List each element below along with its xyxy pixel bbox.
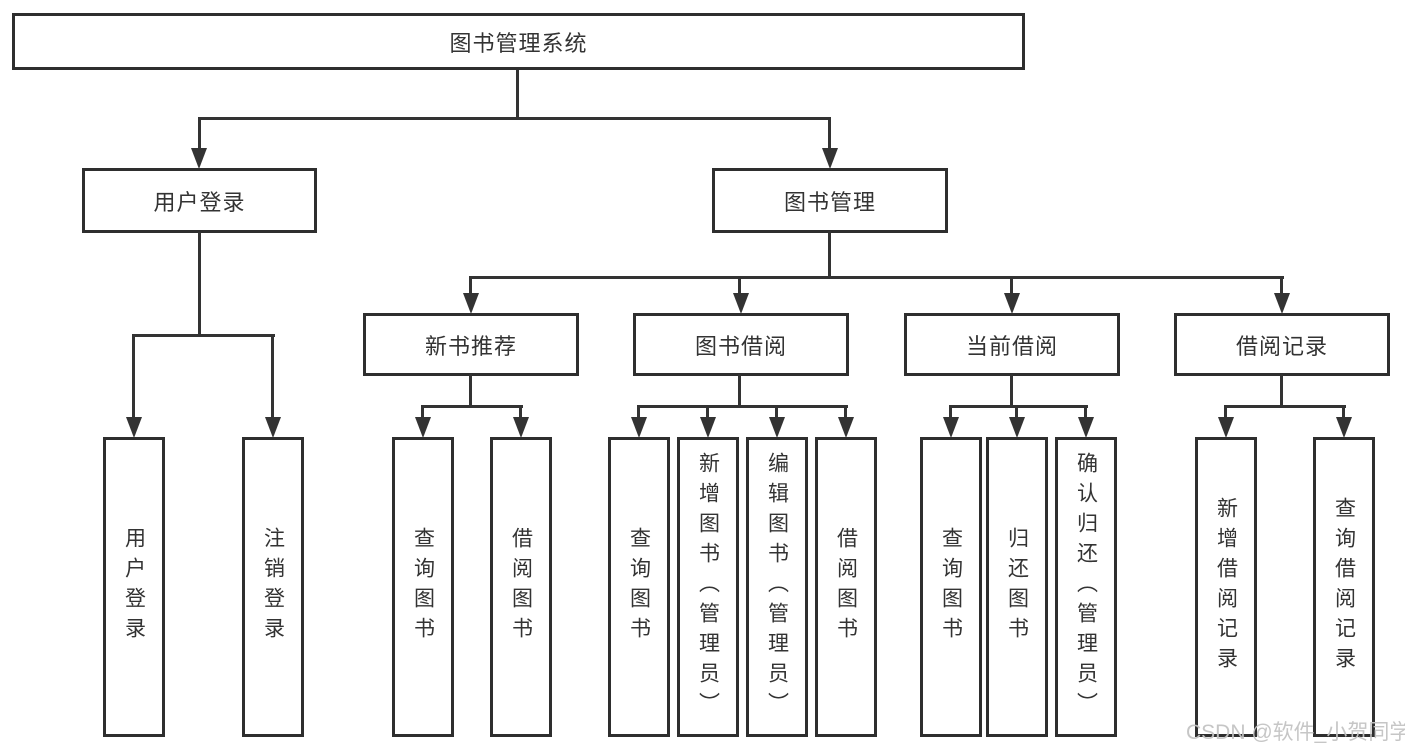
node-current-borrowing: 当前借阅	[904, 313, 1120, 376]
arrowhead-down-icon	[463, 293, 479, 314]
connector-line	[1280, 374, 1283, 408]
node-label: 新书推荐	[424, 333, 517, 359]
arrowhead-down-icon	[1336, 417, 1352, 438]
node-label: 图书管理系统	[449, 30, 588, 56]
connector-line	[421, 405, 424, 420]
leaf-borrow-books-2: 借阅图书	[815, 437, 877, 737]
node-borrowing-records: 借阅记录	[1174, 313, 1390, 376]
connector-line	[469, 374, 472, 408]
connector-line	[271, 334, 274, 421]
node-label: 归还图书	[1005, 527, 1029, 647]
node-new-book-recommend: 新书推荐	[363, 313, 579, 376]
arrowhead-down-icon	[1009, 417, 1025, 438]
connector-line	[469, 276, 472, 295]
node-label: 新增借阅记录	[1214, 497, 1238, 677]
leaf-add-book-admin: 新增图书（管理员）	[677, 437, 739, 737]
node-book-borrowing: 图书借阅	[633, 313, 849, 376]
connector-line	[844, 405, 847, 420]
leaf-add-borrow-record: 新增借阅记录	[1195, 437, 1257, 737]
arrowhead-down-icon	[822, 148, 838, 169]
leaf-edit-book-admin: 编辑图书（管理员）	[746, 437, 808, 737]
connector-line	[775, 405, 778, 420]
arrowhead-down-icon	[700, 417, 716, 438]
arrowhead-down-icon	[631, 417, 647, 438]
leaf-confirm-return-admin: 确认归还（管理员）	[1055, 437, 1117, 737]
connector-line	[1224, 405, 1346, 408]
connector-line	[198, 232, 201, 336]
arrowhead-down-icon	[943, 417, 959, 438]
node-label: 借阅记录	[1235, 333, 1328, 359]
node-label: 借阅图书	[834, 527, 858, 647]
leaf-query-borrow-record: 查询借阅记录	[1313, 437, 1375, 737]
connector-line	[421, 405, 523, 408]
connector-line	[469, 276, 1284, 279]
node-label: 编辑图书（管理员）	[765, 452, 789, 722]
node-label: 借阅图书	[509, 527, 533, 647]
node-label: 当前借阅	[965, 333, 1058, 359]
node-label: 新增图书（管理员）	[696, 452, 720, 722]
node-label: 注销登录	[261, 527, 285, 647]
leaf-query-books-3: 查询图书	[920, 437, 982, 737]
connector-line	[738, 276, 741, 295]
arrowhead-down-icon	[513, 417, 529, 438]
connector-line	[828, 231, 831, 279]
connector-line	[1342, 405, 1345, 420]
arrowhead-down-icon	[415, 417, 431, 438]
leaf-query-books-1: 查询图书	[392, 437, 454, 737]
connector-line	[949, 405, 1088, 408]
node-label: 用户登录	[153, 189, 246, 215]
leaf-borrow-books-1: 借阅图书	[490, 437, 552, 737]
node-user-login: 用户登录	[82, 168, 317, 233]
arrowhead-down-icon	[191, 148, 207, 169]
node-label: 查询图书	[411, 527, 435, 647]
connector-line	[706, 405, 709, 420]
arrowhead-down-icon	[1274, 293, 1290, 314]
connector-line	[132, 334, 275, 337]
connector-line	[1010, 276, 1013, 295]
arrowhead-down-icon	[265, 417, 281, 438]
node-book-management: 图书管理	[712, 168, 948, 233]
node-label: 确认归还（管理员）	[1074, 452, 1098, 722]
connector-line	[1010, 374, 1013, 408]
connector-line	[132, 334, 135, 421]
leaf-query-books-2: 查询图书	[608, 437, 670, 737]
connector-line	[519, 405, 522, 420]
arrowhead-down-icon	[733, 293, 749, 314]
arrowhead-down-icon	[838, 417, 854, 438]
connector-line	[198, 117, 201, 151]
csdn-watermark: CSDN @软件_小贺同学	[1186, 721, 1405, 744]
arrowhead-down-icon	[1004, 293, 1020, 314]
connector-line	[1224, 405, 1227, 420]
connector-line	[1084, 405, 1087, 420]
connector-line	[828, 117, 831, 151]
connector-line	[1015, 405, 1018, 420]
node-label: 图书管理	[783, 189, 876, 215]
connector-line	[198, 117, 830, 120]
node-label: 查询借阅记录	[1332, 497, 1356, 677]
connector-line	[1280, 276, 1283, 295]
node-label: 查询图书	[939, 527, 963, 647]
connector-line	[516, 70, 519, 120]
arrowhead-down-icon	[769, 417, 785, 438]
leaf-user-login: 用户登录	[103, 437, 165, 737]
node-label: 用户登录	[122, 527, 146, 647]
leaf-logout: 注销登录	[242, 437, 304, 737]
node-label: 图书借阅	[694, 333, 787, 359]
arrowhead-down-icon	[126, 417, 142, 438]
connector-line	[637, 405, 848, 408]
arrowhead-down-icon	[1218, 417, 1234, 438]
arrowhead-down-icon	[1078, 417, 1094, 438]
connector-line	[738, 374, 741, 408]
connector-line	[949, 405, 952, 420]
connector-line	[637, 405, 640, 420]
leaf-return-book: 归还图书	[986, 437, 1048, 737]
node-label: 查询图书	[627, 527, 651, 647]
node-library-system: 图书管理系统	[12, 13, 1025, 70]
